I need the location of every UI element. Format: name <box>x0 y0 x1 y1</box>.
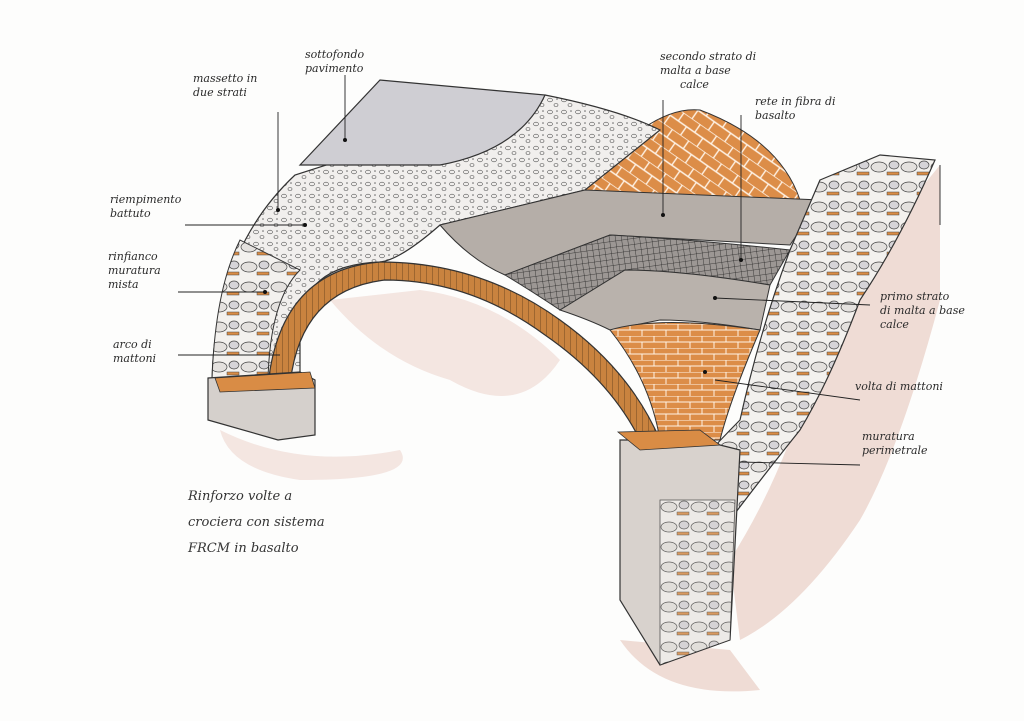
label-line: pavimento <box>305 62 364 75</box>
label-line: muratura <box>108 264 161 277</box>
label-line: muratura <box>862 430 915 443</box>
label-line: arco di <box>113 338 152 351</box>
watercolor-shadow <box>220 165 940 692</box>
label-line: battuto <box>110 207 151 220</box>
label-line: di malta a base <box>880 304 965 317</box>
mixed-masonry <box>211 239 301 381</box>
label-line: malta a base <box>660 64 731 77</box>
label-line: basalto <box>755 109 796 122</box>
label-line: secondo strato di <box>660 50 757 63</box>
label-line: rinfianco <box>108 250 158 263</box>
vault-bricks-front <box>609 322 761 441</box>
label-line: perimetrale <box>862 444 928 457</box>
label-line: mattoni <box>113 352 157 365</box>
leader-lines <box>178 75 941 466</box>
floor-slab <box>298 79 546 166</box>
label-line: primo strato <box>880 290 950 303</box>
label-line: volta di mattoni <box>855 380 943 393</box>
caption-line: Rinforzo volte a <box>188 489 293 504</box>
caption-line: crociera con sistema <box>188 515 325 530</box>
label-line: massetto in <box>193 72 258 85</box>
label-line: rete in fibra di <box>755 95 836 108</box>
label-line: due strati <box>193 86 247 99</box>
label-line: calce <box>680 78 709 91</box>
label-line: sottofondo <box>305 48 365 61</box>
perimeter-wall <box>658 154 936 521</box>
caption-line: FRCM in basalto <box>188 541 299 556</box>
label-volta: volta di mattoni <box>855 380 943 394</box>
label-line: mista <box>108 278 139 291</box>
label-line: calce <box>880 318 909 331</box>
label-line: riempimento <box>110 193 182 206</box>
